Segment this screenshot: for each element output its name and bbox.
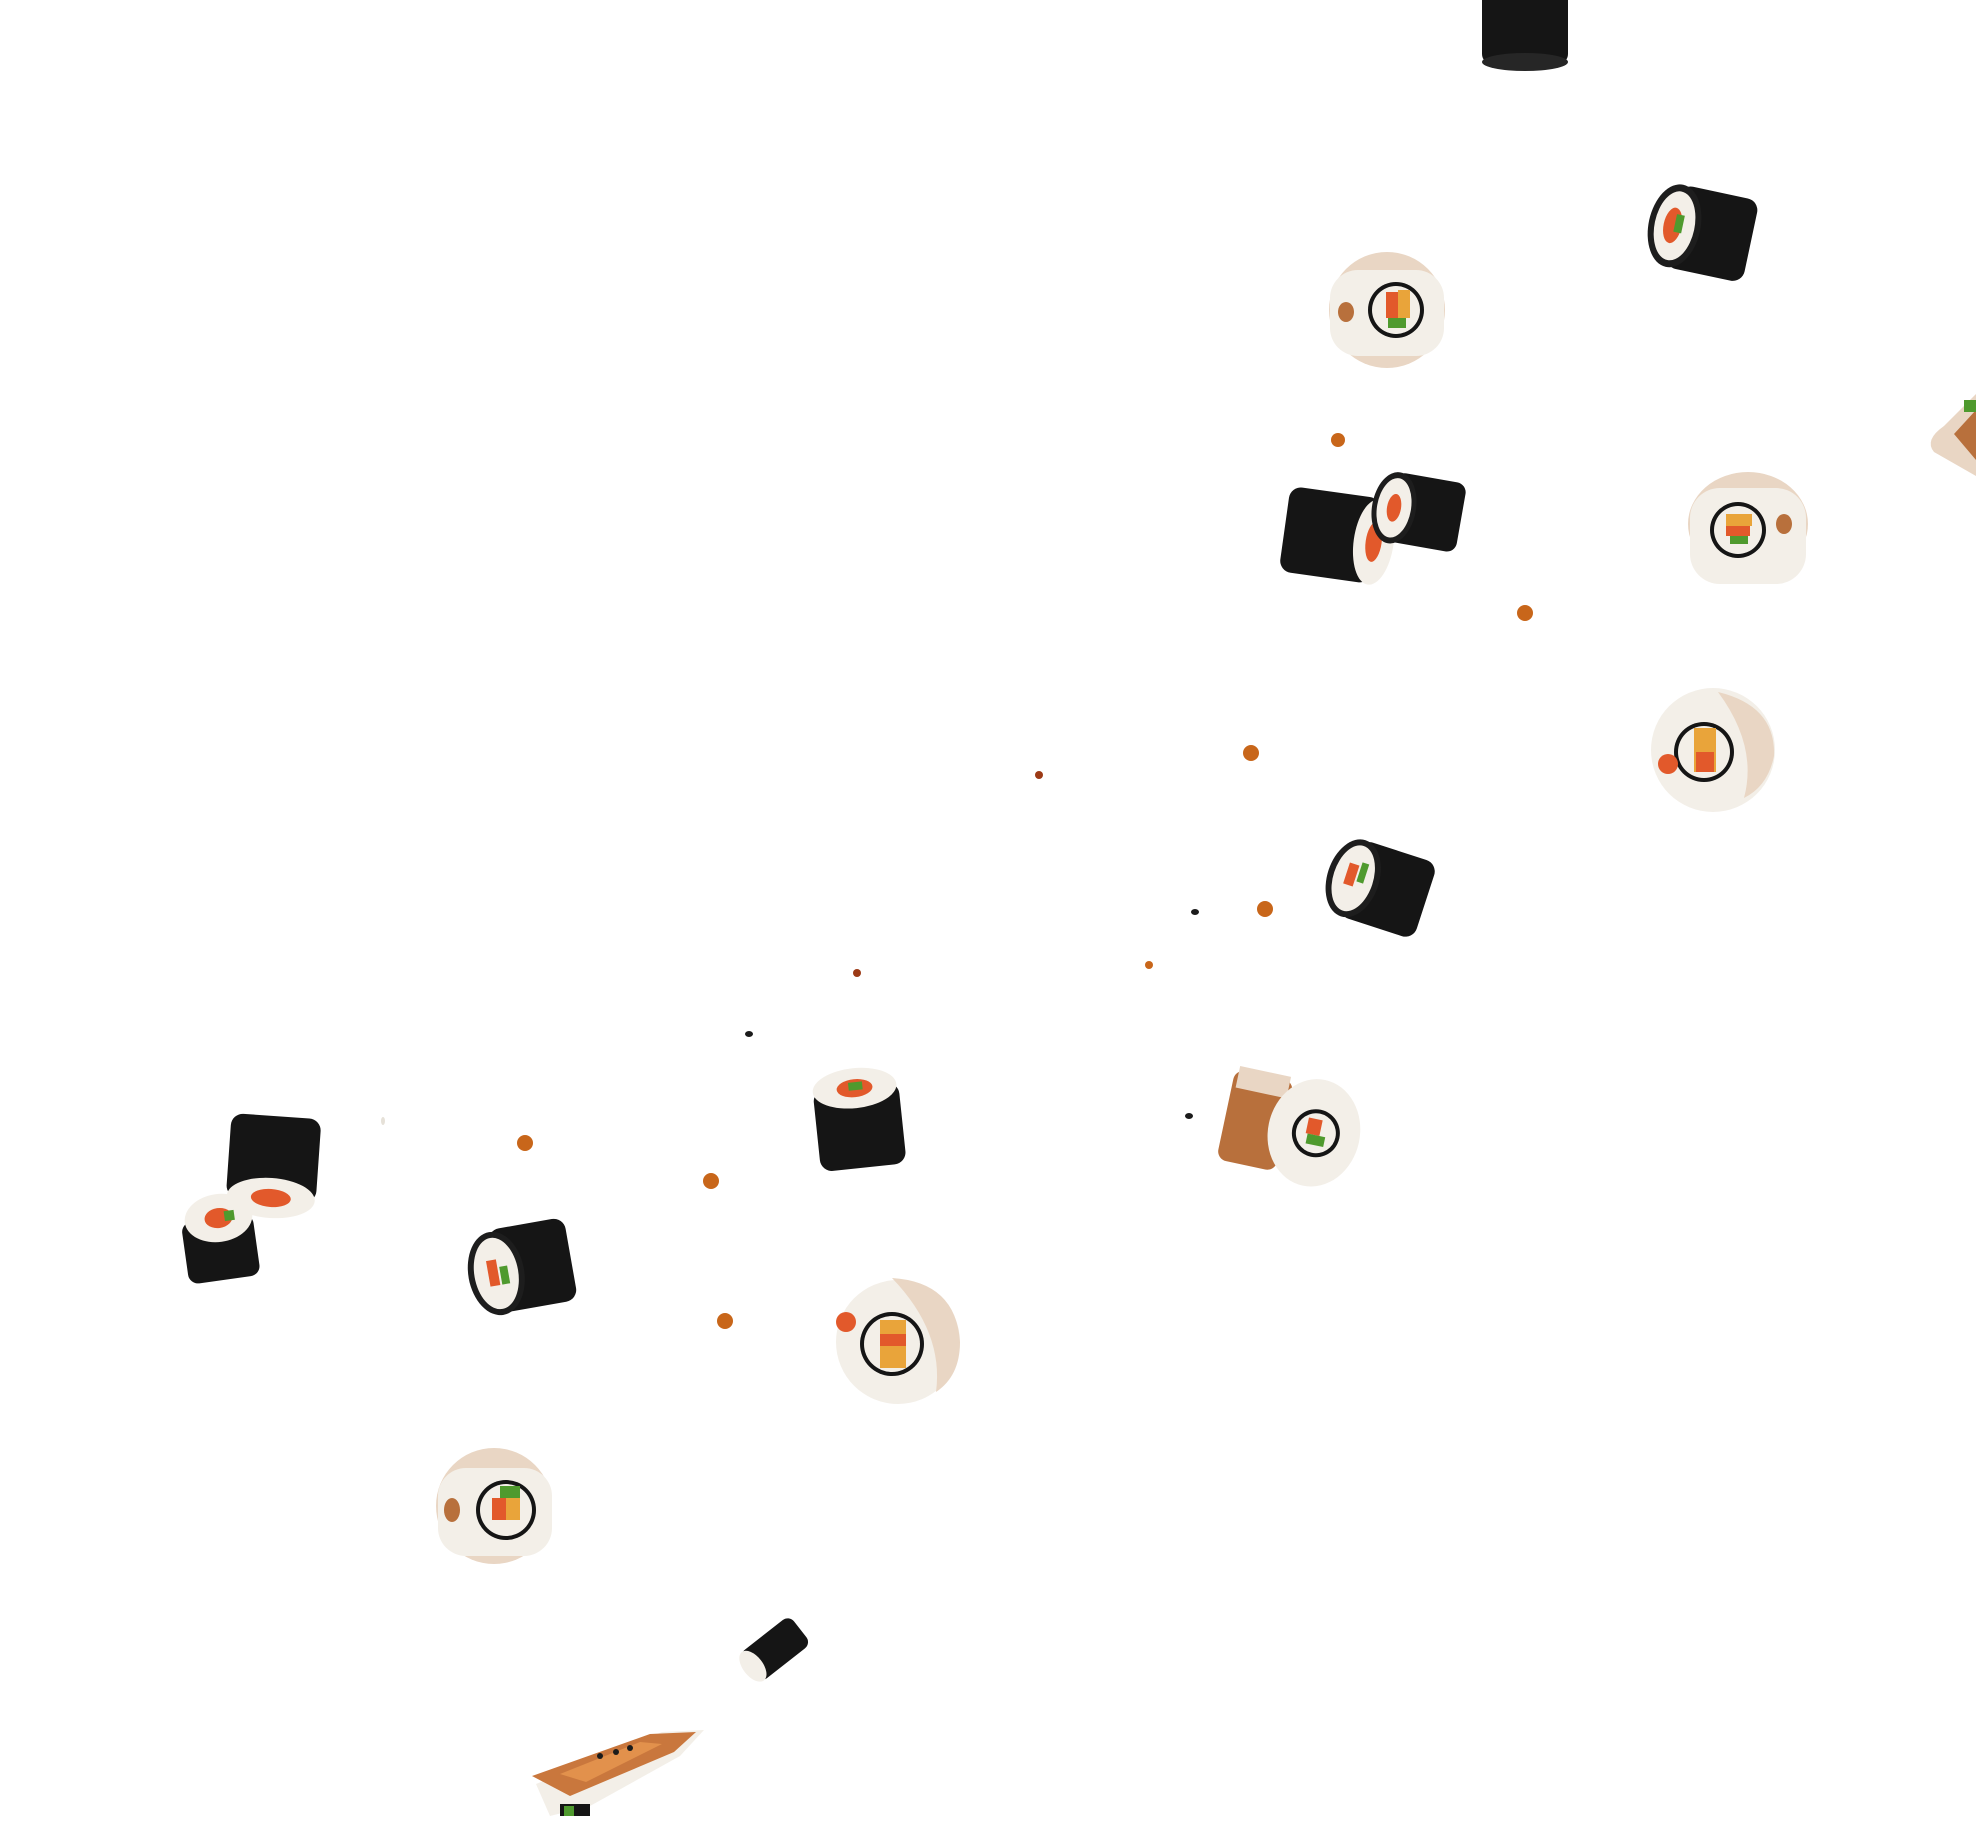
maki-roll — [1631, 172, 1766, 290]
eel-nigiri — [530, 1726, 716, 1822]
maki-roll — [169, 1182, 271, 1290]
maki-roll — [802, 1057, 914, 1185]
sauce-drop — [852, 968, 862, 978]
maki-roll — [1306, 822, 1448, 950]
uramaki-roll — [832, 1272, 964, 1408]
sauce-drop — [1144, 960, 1154, 970]
sauce-drop — [1516, 604, 1534, 622]
uramaki-roll — [1648, 686, 1778, 816]
uramaki-roll — [1205, 1048, 1376, 1211]
maki-roll — [727, 1607, 821, 1696]
sauce-drop — [702, 1172, 720, 1190]
sesame-seed — [744, 1030, 754, 1038]
sesame-seed — [1190, 908, 1200, 916]
sauce-drop — [1330, 432, 1346, 448]
sauce-drop — [1034, 770, 1044, 780]
sauce-drop — [716, 1312, 734, 1330]
sauce-drop — [1242, 744, 1260, 762]
rice-grain — [380, 1116, 386, 1126]
sauce-drop — [516, 1134, 534, 1152]
uramaki-roll — [1684, 468, 1812, 590]
maki-roll — [1362, 462, 1474, 558]
uramaki-roll — [1924, 390, 1976, 480]
sauce-drop — [1256, 900, 1274, 918]
uramaki-roll — [1326, 250, 1448, 370]
uramaki-roll — [434, 1446, 556, 1566]
maki-roll — [448, 1210, 584, 1329]
maki-roll — [1478, 0, 1574, 72]
sesame-seed — [1184, 1112, 1194, 1120]
